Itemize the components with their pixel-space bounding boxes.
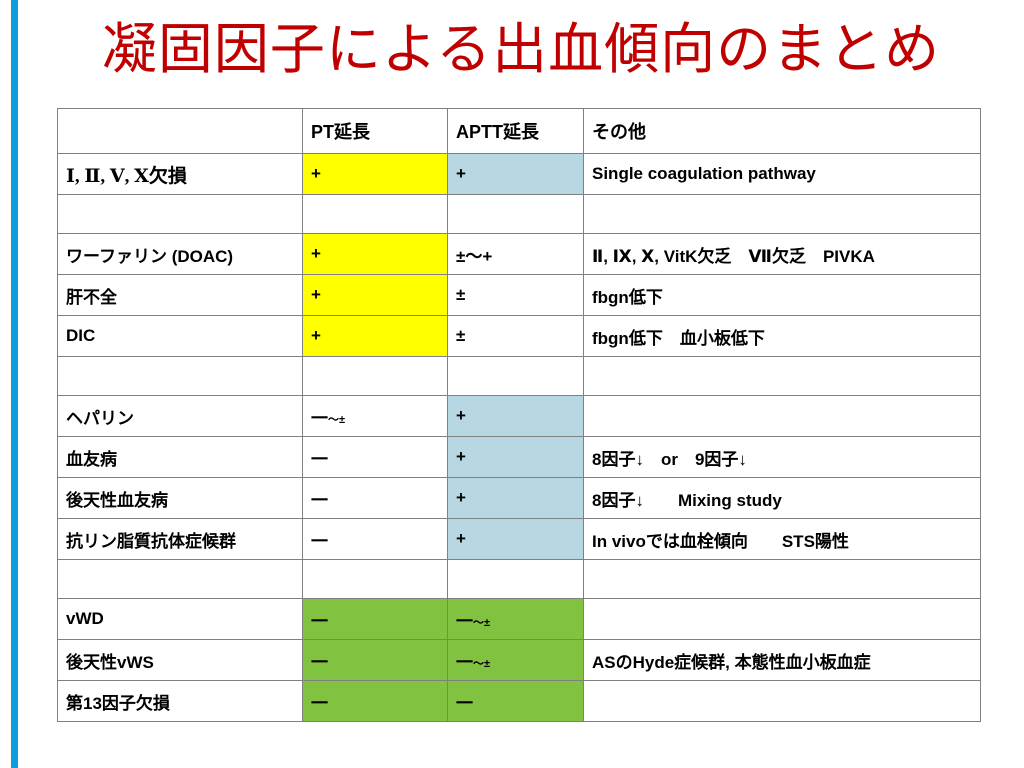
spacer-cell: [57, 356, 303, 396]
cell-aptt: 一〜±: [447, 639, 584, 681]
cell-pt: 一: [302, 639, 448, 681]
spacer-cell: [302, 194, 448, 234]
spacer-cell: [447, 194, 584, 234]
spacer-cell: [302, 559, 448, 599]
cell-aptt: +: [447, 436, 584, 478]
cell-other: fbgn低下 血小板低下: [583, 315, 981, 357]
coagulation-summary-table-wrapper: PT延長 APTT延長 その他 Ⅰ, Ⅱ, Ⅴ, Ⅹ欠損++Single coa…: [57, 108, 981, 722]
column-header-name: [57, 108, 303, 154]
cell-aptt: +: [447, 153, 584, 195]
cell-pt: 一: [302, 477, 448, 519]
spacer-cell: [583, 559, 981, 599]
cell-aptt: +: [447, 395, 584, 437]
table-row: 抗リン脂質抗体症候群一+In vivoでは血栓傾向 STS陽性: [57, 518, 981, 560]
row-label: DIC: [57, 315, 303, 357]
cell-pt: 一: [302, 598, 448, 640]
table-row: 血友病一+8因子↓ or 9因子↓: [57, 436, 981, 478]
column-header-other: その他: [583, 108, 981, 154]
table-spacer-row: [57, 194, 981, 234]
row-label: Ⅰ, Ⅱ, Ⅴ, Ⅹ欠損: [57, 153, 303, 195]
cell-aptt: 一〜±: [447, 598, 584, 640]
cell-other: Ⅱ, Ⅸ, Ⅹ, VitK欠乏 Ⅶ欠乏 PIVKA: [583, 233, 981, 275]
cell-other: 8因子↓ or 9因子↓: [583, 436, 981, 478]
table-row: ヘパリン一〜±+: [57, 395, 981, 437]
table-header-row: PT延長 APTT延長 その他: [57, 108, 981, 154]
cell-other: Single coagulation pathway: [583, 153, 981, 195]
cell-aptt: +: [447, 477, 584, 519]
table-row: DIC+±fbgn低下 血小板低下: [57, 315, 981, 357]
spacer-cell: [57, 559, 303, 599]
cell-pt: 一: [302, 436, 448, 478]
table-body: PT延長 APTT延長 その他 Ⅰ, Ⅱ, Ⅴ, Ⅹ欠損++Single coa…: [57, 108, 981, 722]
cell-pt: 一: [302, 518, 448, 560]
spacer-cell: [57, 194, 303, 234]
table-row: 後天性血友病一+8因子↓ Mixing study: [57, 477, 981, 519]
cell-pt: +: [302, 315, 448, 357]
row-label: 肝不全: [57, 274, 303, 316]
spacer-cell: [583, 194, 981, 234]
cell-pt: 一〜±: [302, 395, 448, 437]
cell-pt: +: [302, 153, 448, 195]
cell-aptt: +: [447, 518, 584, 560]
cell-other: [583, 598, 981, 640]
row-label: 抗リン脂質抗体症候群: [57, 518, 303, 560]
column-header-pt: PT延長: [302, 108, 448, 154]
row-label: 後天性血友病: [57, 477, 303, 519]
row-label: ヘパリン: [57, 395, 303, 437]
coagulation-summary-table: PT延長 APTT延長 その他 Ⅰ, Ⅱ, Ⅴ, Ⅹ欠損++Single coa…: [57, 108, 981, 722]
table-spacer-row: [57, 559, 981, 599]
cell-other: In vivoでは血栓傾向 STS陽性: [583, 518, 981, 560]
spacer-cell: [583, 356, 981, 396]
row-label: 血友病: [57, 436, 303, 478]
cell-other: [583, 395, 981, 437]
cell-aptt: 一: [447, 680, 584, 722]
page-title: 凝固因子による出血傾向のまとめ: [101, 17, 941, 81]
cell-aptt: ±: [447, 274, 584, 316]
column-header-aptt: APTT延長: [447, 108, 584, 154]
row-label: vWD: [57, 598, 303, 640]
cell-aptt: ±: [447, 315, 584, 357]
cell-pt: +: [302, 233, 448, 275]
left-accent-bar: [11, 0, 18, 768]
cell-pt: +: [302, 274, 448, 316]
table-row: 第13因子欠損一一: [57, 680, 981, 722]
table-row: Ⅰ, Ⅱ, Ⅴ, Ⅹ欠損++Single coagulation pathway: [57, 153, 981, 195]
spacer-cell: [447, 356, 584, 396]
cell-other: 8因子↓ Mixing study: [583, 477, 981, 519]
row-label: 第13因子欠損: [57, 680, 303, 722]
cell-other: ASのHyde症候群, 本態性血小板血症: [583, 639, 981, 681]
cell-other: fbgn低下: [583, 274, 981, 316]
row-label: ワーファリン (DOAC): [57, 233, 303, 275]
row-label: 後天性vWS: [57, 639, 303, 681]
cell-aptt: ±〜+: [447, 233, 584, 275]
cell-other: [583, 680, 981, 722]
table-spacer-row: [57, 356, 981, 396]
spacer-cell: [302, 356, 448, 396]
table-row: ワーファリン (DOAC)+±〜+Ⅱ, Ⅸ, Ⅹ, VitK欠乏 Ⅶ欠乏 PIV…: [57, 233, 981, 275]
table-row: 肝不全+±fbgn低下: [57, 274, 981, 316]
spacer-cell: [447, 559, 584, 599]
cell-pt: 一: [302, 680, 448, 722]
